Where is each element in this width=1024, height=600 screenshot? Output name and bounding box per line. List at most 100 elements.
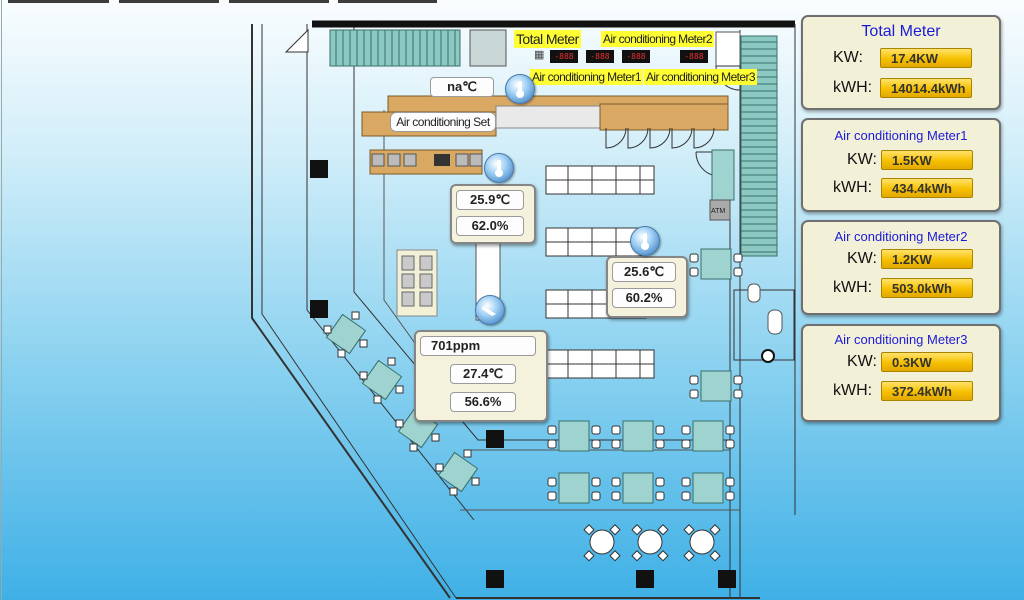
thermometer-sensor-icon[interactable] bbox=[484, 153, 514, 183]
chair bbox=[631, 550, 643, 562]
chair bbox=[725, 491, 735, 501]
chair bbox=[547, 491, 557, 501]
toolbar-tab[interactable] bbox=[8, 0, 109, 3]
chair bbox=[583, 550, 595, 562]
door-arc bbox=[671, 127, 693, 149]
chair bbox=[657, 524, 669, 536]
round-table bbox=[589, 529, 615, 555]
chair bbox=[611, 439, 621, 449]
door-arc bbox=[627, 127, 649, 149]
chair bbox=[547, 477, 557, 487]
chair bbox=[435, 463, 444, 472]
dining-table bbox=[558, 472, 590, 504]
chair bbox=[359, 339, 368, 348]
chair bbox=[583, 524, 595, 536]
door-arc bbox=[605, 127, 627, 149]
kw-value: 1.2KW bbox=[881, 249, 973, 269]
toolbar-tab[interactable] bbox=[229, 0, 329, 3]
panel-title: Air conditioning Meter2 bbox=[834, 229, 968, 244]
dining-table bbox=[692, 420, 724, 452]
meter-device-icon: ▦ bbox=[534, 49, 545, 61]
kw-value: 0.3KW bbox=[881, 352, 973, 372]
panel-title: Air conditioning Meter3 bbox=[834, 332, 968, 347]
chair bbox=[657, 550, 669, 562]
top-toolbar bbox=[0, 0, 1024, 4]
kw-label: KW: bbox=[847, 353, 877, 370]
meter-display: -888 bbox=[622, 50, 650, 63]
chair bbox=[431, 433, 440, 442]
kwh-label: kWH: bbox=[833, 79, 873, 96]
atm-label: ATM bbox=[711, 208, 726, 215]
chair bbox=[609, 550, 621, 562]
chair bbox=[655, 425, 665, 435]
dining-table bbox=[700, 248, 732, 280]
kw-value: 1.5KW bbox=[881, 150, 973, 170]
ac-set-button[interactable]: Air conditioning Set bbox=[390, 112, 496, 132]
chair bbox=[689, 253, 699, 263]
pillar bbox=[310, 160, 328, 178]
appliance bbox=[455, 153, 469, 167]
chair bbox=[547, 425, 557, 435]
dining-table bbox=[361, 359, 403, 401]
dining-table bbox=[437, 451, 479, 493]
kw-value: 17.4KW bbox=[880, 48, 972, 68]
kw-label: KW: bbox=[847, 151, 877, 168]
co2-sensor-icon[interactable] bbox=[475, 295, 505, 325]
chair bbox=[689, 267, 699, 277]
toolbar-tab[interactable] bbox=[338, 0, 437, 3]
kwh-value: 372.4kWh bbox=[881, 381, 973, 401]
total-meter-panel: Total Meter KW: 17.4KW kWH: 14014.4kWh bbox=[801, 15, 1001, 110]
ac-meter2-label: Air conditioning Meter2 bbox=[601, 31, 714, 47]
kitchen-unit bbox=[401, 291, 415, 307]
kwh-label: kWH: bbox=[833, 179, 873, 196]
ac-meter3-panel: Air conditioning Meter3 KW: 0.3KW kWH: 3… bbox=[801, 324, 1001, 422]
kitchen-unit bbox=[419, 273, 433, 289]
appliance bbox=[403, 153, 417, 167]
co2-value: 701ppm bbox=[420, 336, 536, 356]
chair bbox=[395, 419, 404, 428]
meter-display: -888 bbox=[680, 50, 708, 63]
sensor1-humidity: 62.0% bbox=[456, 216, 524, 236]
chair bbox=[709, 550, 721, 562]
chair bbox=[359, 371, 368, 380]
kwh-label: kWH: bbox=[833, 382, 873, 399]
thermometer-sensor-icon[interactable] bbox=[505, 74, 535, 104]
chair bbox=[591, 439, 601, 449]
dining-table bbox=[325, 313, 367, 355]
kwh-value: 434.4kWh bbox=[881, 178, 973, 198]
chair bbox=[681, 425, 691, 435]
pillar bbox=[636, 570, 654, 588]
appliance bbox=[371, 153, 385, 167]
toolbar-tab[interactable] bbox=[119, 0, 219, 3]
ac-meter3-label: Air conditioning Meter3 bbox=[644, 69, 757, 85]
round-table bbox=[689, 529, 715, 555]
round-table bbox=[637, 529, 663, 555]
chair bbox=[351, 311, 360, 320]
chair bbox=[547, 439, 557, 449]
chair bbox=[681, 477, 691, 487]
ac-meter1-panel: Air conditioning Meter1 KW: 1.5KW kWH: 4… bbox=[801, 118, 1001, 212]
chair bbox=[689, 389, 699, 399]
chair bbox=[709, 524, 721, 536]
door-arc bbox=[649, 127, 671, 149]
kw-label: KW: bbox=[833, 49, 863, 66]
ac-meter2-panel: Air conditioning Meter2 KW: 1.2KW kWH: 5… bbox=[801, 220, 1001, 315]
chair bbox=[395, 385, 404, 394]
chair bbox=[655, 477, 665, 487]
appliance bbox=[387, 153, 401, 167]
panel-title: Air conditioning Meter1 bbox=[834, 128, 968, 143]
thermometer-sensor-icon[interactable] bbox=[630, 226, 660, 256]
chair bbox=[611, 477, 621, 487]
top-temp-value: na℃ bbox=[430, 77, 494, 97]
chair bbox=[323, 325, 332, 334]
chair bbox=[733, 253, 743, 263]
dining-table bbox=[692, 472, 724, 504]
kwh-value: 14014.4kWh bbox=[880, 78, 972, 98]
chair bbox=[337, 349, 346, 358]
sensor3-temp: 27.4℃ bbox=[450, 364, 516, 384]
chair bbox=[409, 443, 418, 452]
kwh-value: 503.0kWh bbox=[881, 278, 973, 298]
kitchen-unit bbox=[419, 255, 433, 271]
kwh-label: kWH: bbox=[833, 279, 873, 296]
chair bbox=[611, 491, 621, 501]
